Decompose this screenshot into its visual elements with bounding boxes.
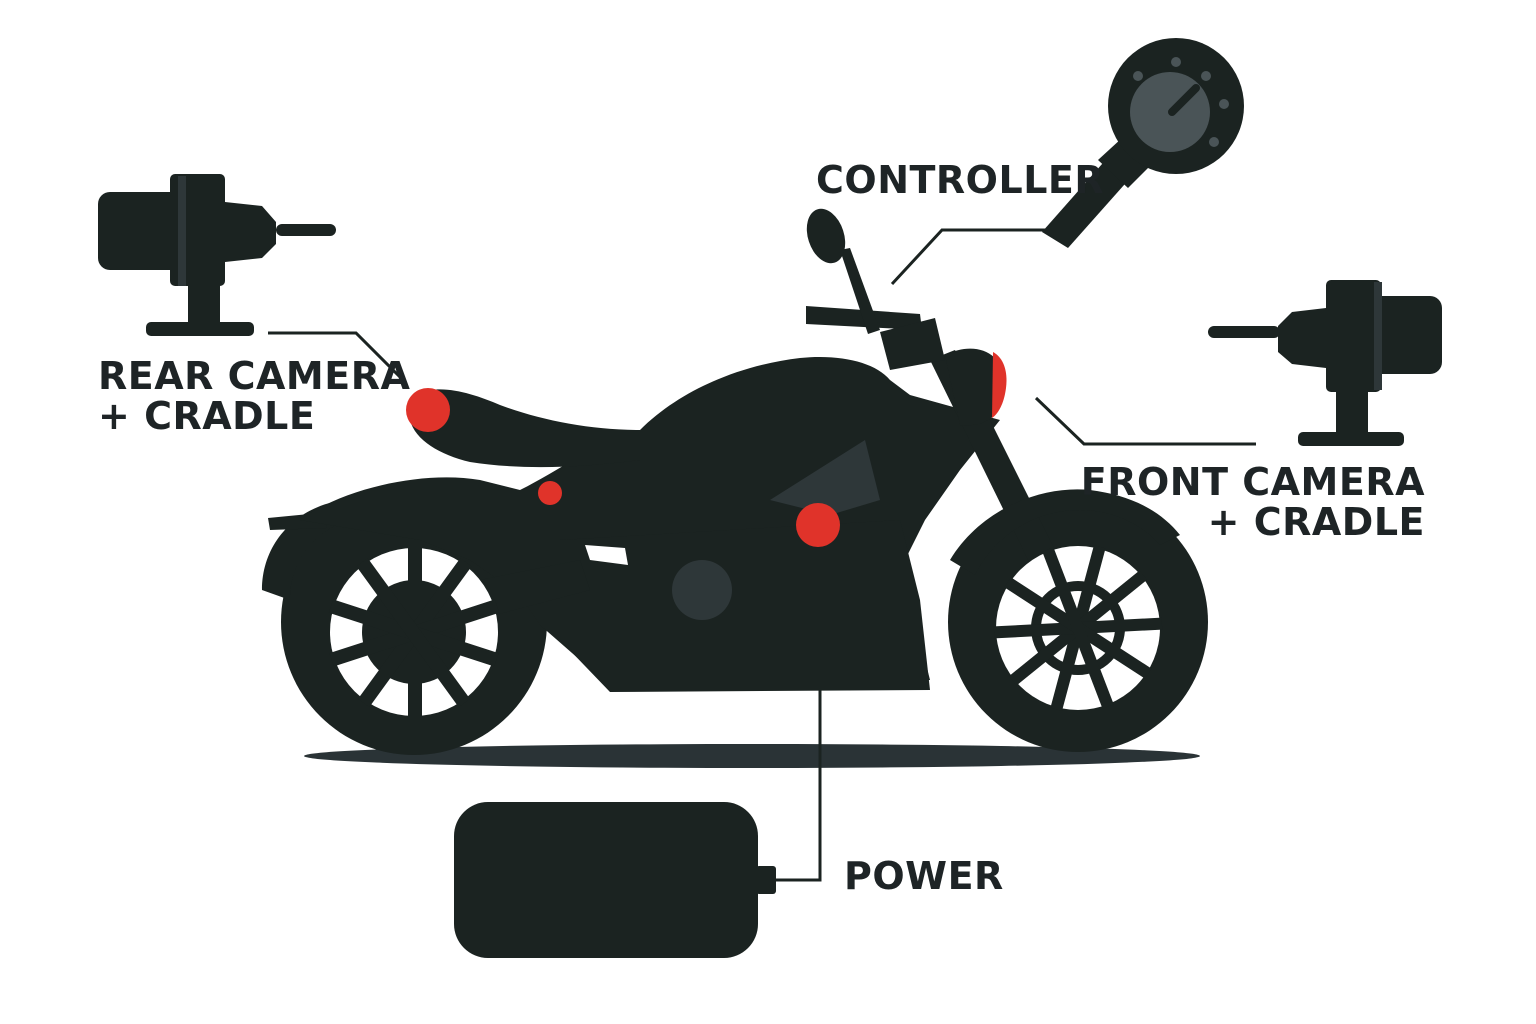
front-leader: [1034, 396, 1256, 446]
power-label: POWER: [844, 856, 1004, 896]
power-module-icon: [454, 802, 776, 958]
front-camera-icon: [1208, 280, 1442, 446]
front-camera-label-line1: FRONT CAMERA: [1080, 460, 1425, 504]
mount-highlights: [406, 352, 1007, 547]
leader-lines: [268, 228, 1256, 882]
power-label-text: POWER: [844, 854, 1004, 898]
power-leader: [776, 565, 822, 882]
controller-label-text: CONTROLLER: [816, 158, 1105, 202]
front-wheel-rim: [993, 545, 1163, 711]
controller-leader: [890, 228, 1046, 286]
rear-camera-label: REAR CAMERA + CRADLE: [98, 356, 410, 436]
body-details: [585, 440, 880, 620]
front-camera-label: FRONT CAMERA + CRADLE: [1040, 462, 1425, 542]
side-mount-dot: [538, 481, 562, 505]
rear-camera-label-line1: REAR CAMERA: [98, 354, 411, 398]
front-camera-label-line2: + CRADLE: [1207, 500, 1425, 544]
rear-camera-label-line2: + CRADLE: [98, 394, 316, 438]
power-mount-dot: [796, 503, 840, 547]
controller-knob-icon: [1042, 38, 1244, 248]
rear-wheel-rim: [328, 545, 500, 719]
front-mount-dot: [992, 352, 1007, 418]
controller-label: CONTROLLER: [816, 160, 1104, 200]
rear-leader: [268, 331, 405, 382]
rear-mount-dot: [406, 388, 450, 432]
ground-shadow: [304, 744, 1200, 768]
motorcycle-silhouette-icon: [262, 208, 1208, 755]
rear-camera-icon: [98, 174, 336, 336]
